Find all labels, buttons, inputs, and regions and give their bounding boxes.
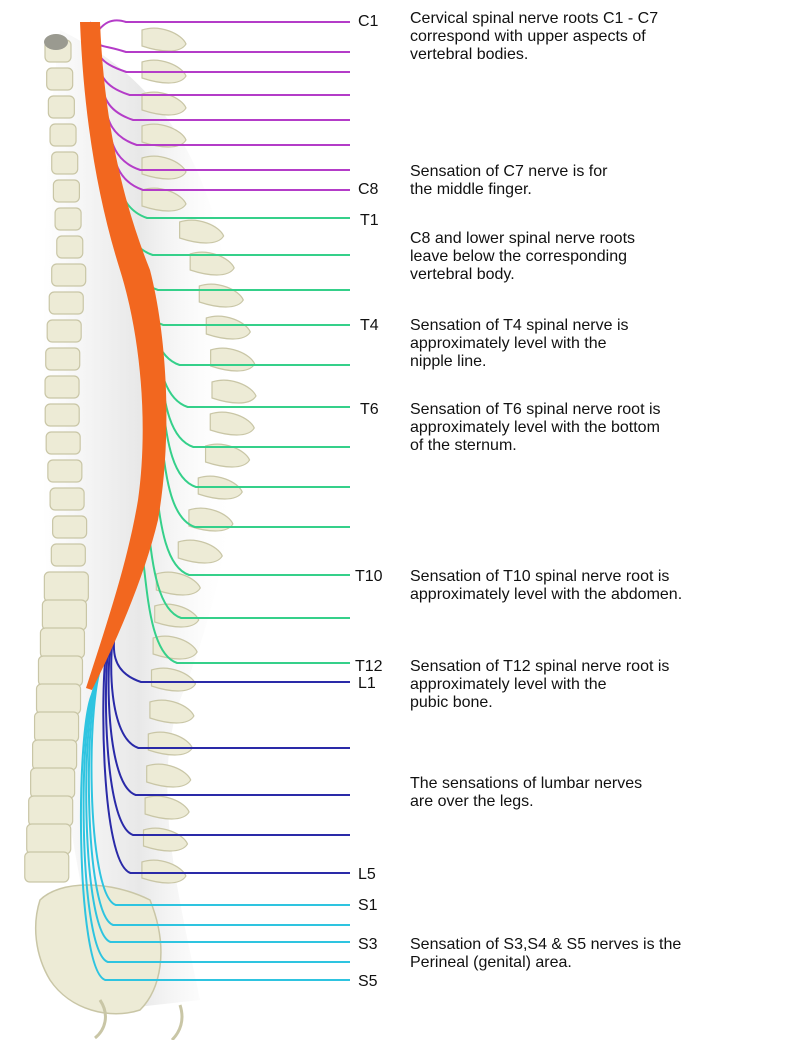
vertebral-body (48, 96, 74, 118)
label-l1: L1 (358, 675, 376, 693)
vertebral-body (35, 712, 79, 742)
vertebral-body (42, 600, 86, 630)
spinous-process (150, 700, 194, 723)
label-c8: C8 (358, 181, 378, 199)
vertebral-body (51, 544, 85, 566)
vertebral-body (33, 740, 77, 770)
vertebral-body (53, 180, 79, 202)
vertebral-body (48, 460, 82, 482)
vertebral-body (25, 852, 69, 882)
label-s3: S3 (358, 936, 378, 954)
nerve-root (90, 24, 350, 72)
vertebral-body (38, 656, 82, 686)
vertebral-body (57, 236, 83, 258)
note-c7: Sensation of C7 nerve is for the middle … (410, 163, 607, 199)
vertebral-body (45, 376, 79, 398)
label-t10: T10 (355, 568, 383, 586)
nerve-root (90, 22, 350, 52)
label-t4: T4 (360, 317, 379, 335)
note-lumbar: The sensations of lumbar nerves are over… (410, 775, 642, 811)
vertebral-body (44, 572, 88, 602)
note-t12: Sensation of T12 spinal nerve root is ap… (410, 658, 669, 712)
label-l5: L5 (358, 866, 376, 884)
note-t10: Sensation of T10 spinal nerve root is ap… (410, 568, 682, 604)
vertebral-body (53, 516, 87, 538)
spinous-process (210, 412, 254, 435)
vertebral-body (50, 124, 76, 146)
note-t4: Sensation of T4 spinal nerve is approxim… (410, 317, 629, 371)
label-t6: T6 (360, 401, 379, 419)
note-t6: Sensation of T6 spinal nerve root is app… (410, 401, 661, 455)
vertebral-body (37, 684, 81, 714)
vertebral-body (46, 432, 80, 454)
vertebral-body (50, 488, 84, 510)
vertebral-body (40, 628, 84, 658)
spinous-process (142, 860, 186, 883)
vertebral-body (47, 320, 81, 342)
label-c1: C1 (358, 13, 378, 31)
spinous-process (142, 28, 186, 51)
label-s5: S5 (358, 973, 378, 991)
spinous-process (199, 284, 243, 307)
spinous-process (142, 124, 186, 147)
spinous-process (144, 828, 188, 851)
spinous-process (148, 732, 192, 755)
vertebral-body (27, 824, 71, 854)
spinous-process (211, 348, 255, 371)
vertebral-body (55, 208, 81, 230)
note-cervical: Cervical spinal nerve roots C1 - C7 corr… (410, 10, 658, 64)
vertebral-body (29, 796, 73, 826)
vertebral-body (46, 348, 80, 370)
spinous-process (206, 316, 250, 339)
spinous-process (145, 796, 189, 819)
note-c8-lower: C8 and lower spinal nerve roots leave be… (410, 230, 635, 284)
spinous-process (180, 220, 224, 243)
vertebral-body (31, 768, 75, 798)
spinous-process (147, 764, 191, 787)
nerve-root (90, 20, 350, 33)
vertebral-body (47, 68, 73, 90)
note-sacral: Sensation of S3,S4 & S5 nerves is the Pe… (410, 936, 681, 972)
label-t1: T1 (360, 212, 379, 230)
vertebral-body (52, 264, 86, 286)
vertebral-body (49, 292, 83, 314)
label-t12: T12 (355, 658, 383, 676)
atlas (44, 34, 68, 50)
spinous-process (212, 380, 256, 403)
vertebral-body (45, 404, 79, 426)
label-s1: S1 (358, 897, 378, 915)
vertebral-body (52, 152, 78, 174)
